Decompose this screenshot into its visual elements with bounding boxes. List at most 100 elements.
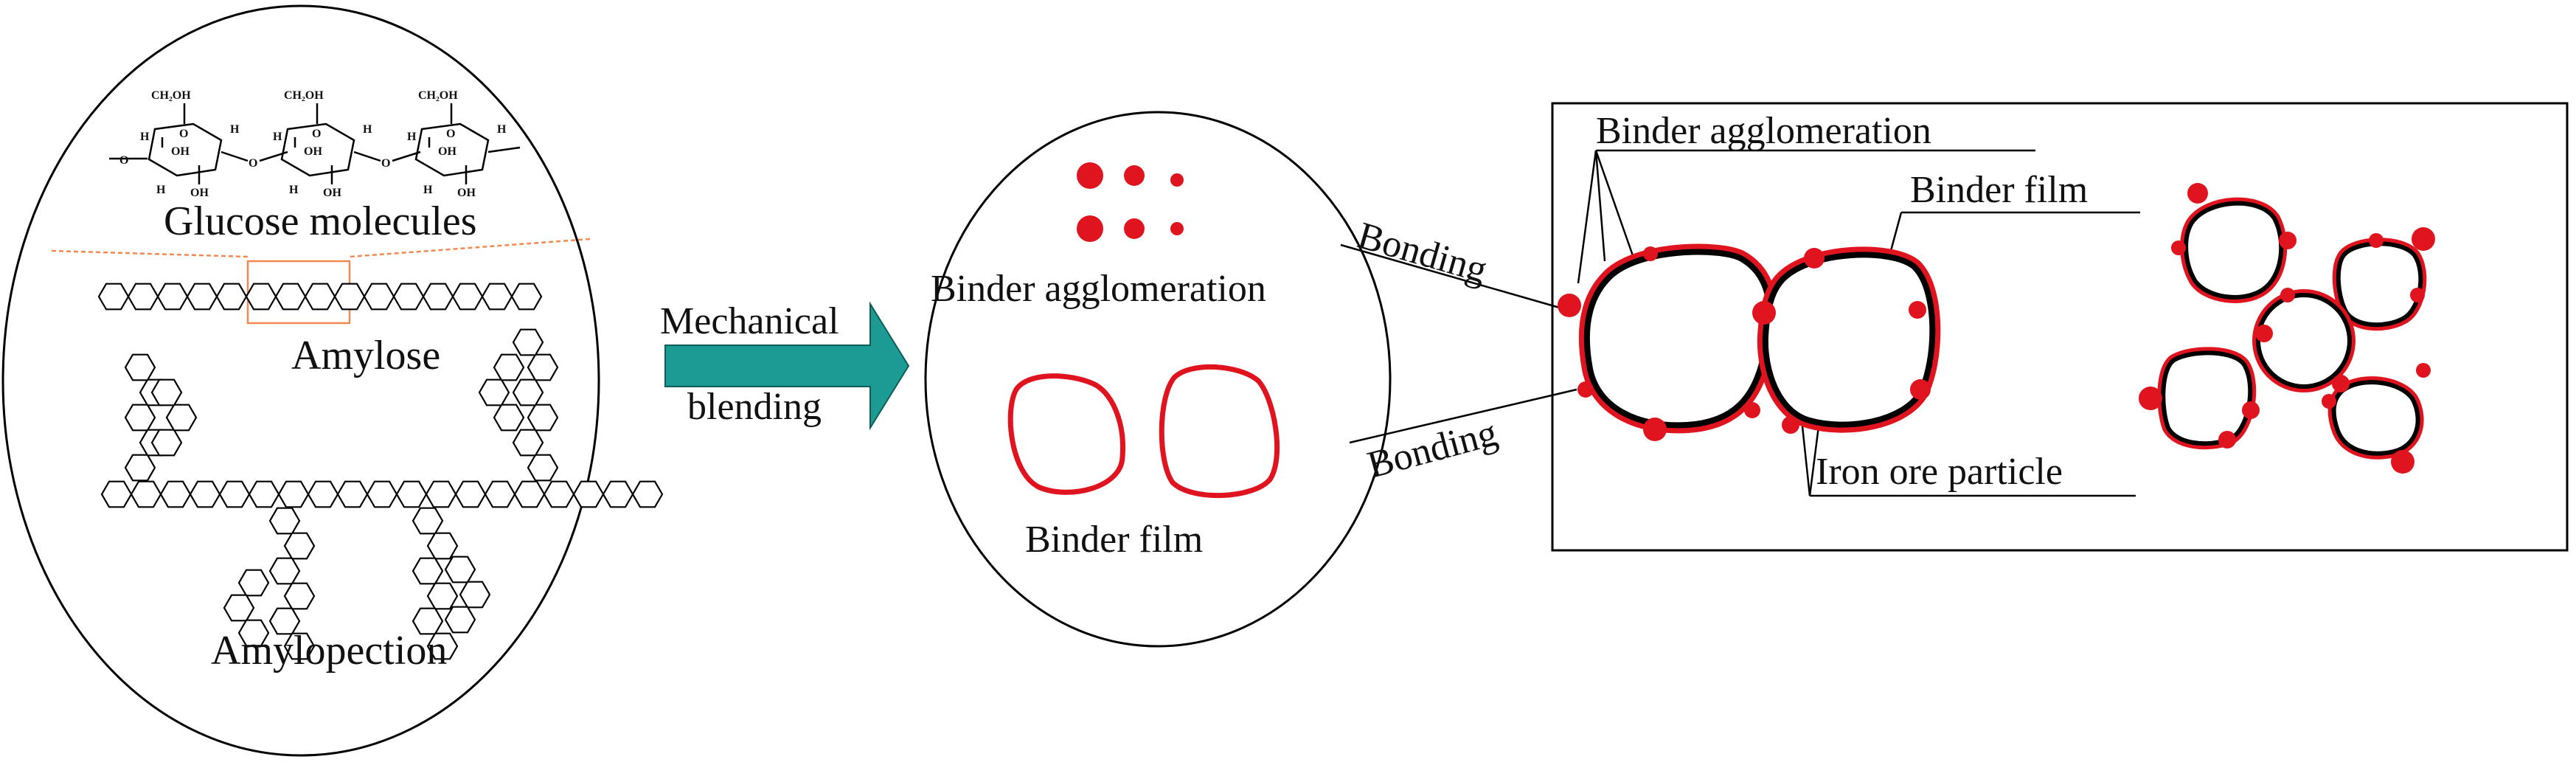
glucose-unit-hexagon <box>150 378 183 406</box>
large-particles <box>1578 243 1941 434</box>
binder-dot <box>2391 450 2414 474</box>
binder-dot <box>2218 431 2236 449</box>
glucose-unit-hexagon <box>268 557 301 585</box>
iron-ore-particle <box>2256 293 2352 389</box>
glucose-unit-hexagon <box>159 480 192 508</box>
glucose-unit-hexagon <box>631 480 664 508</box>
glucose-unit-hexagon <box>478 378 510 406</box>
glucose-unit-hexagon <box>459 581 491 609</box>
binder-agglomeration-label: Binder agglomeration <box>931 268 1266 310</box>
glucose-unit-hexagon <box>543 480 575 508</box>
hydrogen-label: H <box>363 123 372 136</box>
binder-dot <box>1124 218 1145 239</box>
iron-ore-particle <box>2336 241 2423 328</box>
binder-dot <box>2322 394 2336 409</box>
pellet-panel: Binder agglomeration Binder film Iron or… <box>1551 102 2569 552</box>
binder-dot <box>1782 416 1799 434</box>
binder-film-rings <box>1007 364 1280 499</box>
oxygen-label: O <box>179 128 188 140</box>
hydrogen-label: H <box>230 123 240 136</box>
hydroxyl-label: OH <box>323 187 341 199</box>
glucose-unit-hexagon <box>493 353 525 381</box>
iron-ore-particle <box>2161 350 2253 446</box>
oxygen-label: O <box>312 128 321 140</box>
cluster-binder-dots <box>2139 183 2435 474</box>
binder-film-ring <box>1007 373 1126 495</box>
binder-dot <box>2187 183 2208 204</box>
glucose-structure <box>109 103 521 184</box>
glucose-unit-hexagon <box>444 606 476 634</box>
glucose-unit-hexagon <box>223 594 255 622</box>
binder-dot <box>1804 248 1825 269</box>
glucose-unit-hexagon <box>512 328 544 356</box>
amylopectin-branches <box>100 328 664 660</box>
glucose-unit-hexagon <box>215 283 248 311</box>
glucose-unit-hexagon <box>333 283 366 311</box>
binder-dot <box>2171 240 2186 255</box>
binder-dot <box>2332 375 2350 392</box>
bonding-connectors <box>1340 243 1577 444</box>
glucose-unit-hexagon <box>412 507 444 535</box>
hydrogen-label: H <box>423 184 433 196</box>
oxygen-label: O <box>119 154 128 167</box>
amylose-label: Amylose <box>291 333 440 378</box>
glucose-unit-hexagon <box>451 283 484 311</box>
particle-leader <box>1801 426 2136 497</box>
glucose-unit-hexagon <box>156 283 189 311</box>
hydroxyl-label: OH <box>438 145 456 158</box>
glucose-unit-hexagon <box>245 283 277 311</box>
binder-film-ring <box>1159 364 1280 499</box>
binder-dot <box>1558 294 1581 317</box>
glucose-unit-hexagon <box>412 557 444 585</box>
glucose-unit-hexagon <box>481 283 513 311</box>
glucose-unit-hexagon <box>97 283 130 311</box>
glucose-unit-hexagon <box>150 429 183 457</box>
binder-dot <box>1170 173 1184 187</box>
hydroxyl-label: OH <box>304 145 322 158</box>
arrow-label-line1: Mechanical <box>660 300 839 342</box>
glucose-unit-hexagon <box>127 283 159 311</box>
glucose-unit-hexagon <box>363 283 395 311</box>
glucose-unit-hexagon <box>283 582 316 610</box>
glucose-unit-hexagon <box>512 378 544 406</box>
hydroxyl-label: OH <box>171 145 190 158</box>
hydrogen-label: H <box>140 131 150 143</box>
glucose-unit-hexagon <box>444 555 476 584</box>
binder-dot <box>2410 288 2425 302</box>
binder-dot <box>2255 325 2273 342</box>
glucose-unit-hexagon <box>248 480 280 508</box>
binder-dot <box>1077 215 1103 242</box>
ch2oh-label: CH₂OH <box>418 89 458 102</box>
glucose-unit-hexagon <box>186 283 218 311</box>
binder-dot <box>1170 222 1184 235</box>
starch-panel: CH₂OH CH₂OH CH₂OH O O O O O O H H H H H … <box>1 4 664 757</box>
glucose-unit-hexagon <box>124 353 156 381</box>
film-leader <box>1885 211 2140 268</box>
glucose-unit-hexagon <box>454 480 487 508</box>
glucose-unit-hexagon <box>422 283 454 311</box>
binder-dot <box>2416 363 2431 378</box>
pellet-agglomeration-label: Binder agglomeration <box>1596 110 1931 152</box>
hydroxyl-label: OH <box>190 187 209 199</box>
glucose-unit-hexagon <box>336 480 369 508</box>
glucose-unit-hexagon <box>274 283 307 311</box>
binder-dot <box>1752 301 1776 325</box>
oxygen-label: O <box>446 128 455 140</box>
glucose-unit-hexagon <box>268 507 301 535</box>
glucose-unit-hexagon <box>124 454 156 482</box>
glucose-unit-hexagon <box>426 532 459 560</box>
binder-dot <box>1910 379 1931 400</box>
particle-cluster <box>2139 183 2435 474</box>
amylose-chain <box>97 283 543 311</box>
hydrogen-label: H <box>156 184 166 196</box>
binder-dot <box>1643 418 1667 441</box>
hydrogen-label: H <box>407 131 417 143</box>
glucose-unit-hexagon <box>277 480 310 508</box>
zoom-guides <box>51 238 591 325</box>
iron-ore-particle <box>1583 249 1773 429</box>
ch2oh-label: CH₂OH <box>284 89 324 102</box>
bonding-line-top <box>1340 243 1563 310</box>
arrow-shape <box>664 301 910 431</box>
glucose-unit-hexagon <box>484 480 516 508</box>
